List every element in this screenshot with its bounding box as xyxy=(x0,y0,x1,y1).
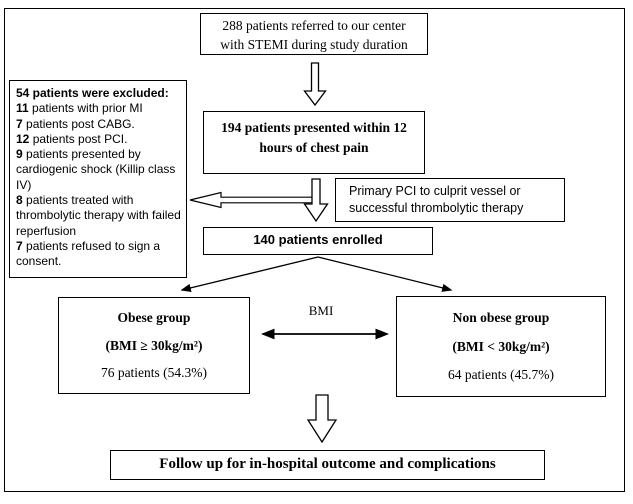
obese-count: 76 patients (54.3%) xyxy=(100,365,208,381)
nonobese-criteria: (BMI < 30kg/m²) xyxy=(452,338,550,354)
obese-criteria: (BMI ≥ 30kg/m²) xyxy=(105,337,203,353)
excluded-item-text: patients with prior MI xyxy=(28,101,143,116)
excluded-item: 12 patients post PCI. xyxy=(16,132,181,147)
excluded-item: 7 patients post CABG. xyxy=(16,117,181,132)
obese-title: Obese group xyxy=(117,309,191,325)
excluded-item: 7 patients refused to sign a consent. xyxy=(16,239,181,270)
down-block-arrow-icon xyxy=(303,62,327,107)
excluded-item: 11 patients with prior MI xyxy=(16,101,181,116)
enrolled-box: 140 patients enrolled xyxy=(203,227,433,255)
excluded-item-text: patients presented by cardiogenic shock … xyxy=(16,147,176,192)
excluded-item-count: 12 xyxy=(16,131,30,146)
obese-group-box: Obese group (BMI ≥ 30kg/m²) 76 patients … xyxy=(58,297,250,394)
excluded-item-text: patients refused to sign a consent. xyxy=(16,238,161,269)
split-arrow-left xyxy=(180,256,319,292)
down-block-arrow-3-icon xyxy=(306,394,338,444)
excluded-item-text: patients post PCI. xyxy=(29,131,128,146)
excluded-item-text: patients post CABG. xyxy=(22,116,135,131)
referred-box: 288 patients referred to our center with… xyxy=(200,13,428,55)
presented-line2: hours of chest pain xyxy=(259,140,369,155)
left-block-arrow-icon xyxy=(189,191,316,209)
excluded-item-count: 8 xyxy=(16,193,23,208)
presented-box: 194 patients presented within 12 hours o… xyxy=(203,111,425,174)
presented-line1: 194 patients presented within 12 xyxy=(221,120,407,135)
enrolled-label: 140 patients enrolled xyxy=(253,232,383,247)
bmi-label: BMI xyxy=(308,303,334,318)
nonobese-title: Non obese group xyxy=(452,309,550,325)
excluded-item-text: patients treated with thrombolytic thera… xyxy=(16,193,181,238)
pci-line2: successful thrombolytic therapy xyxy=(349,201,524,215)
followup-box: Follow up for in-hospital outcome and co… xyxy=(110,450,545,480)
excluded-item-count: 7 xyxy=(16,238,23,253)
excluded-item-count: 7 xyxy=(16,116,23,131)
referred-line1: 288 patients referred to our center xyxy=(222,18,406,33)
excluded-item: 8 patients treated with thrombolytic the… xyxy=(16,193,181,239)
excluded-item-count: 9 xyxy=(16,147,23,162)
followup-label: Follow up for in-hospital outcome and co… xyxy=(159,456,496,472)
excluded-item: 9 patients presented by cardiogenic shoc… xyxy=(16,147,181,193)
excluded-title: 54 patients were excluded: xyxy=(16,86,169,100)
excluded-item-count: 11 xyxy=(16,101,29,116)
referred-line2: with STEMI during study duration xyxy=(220,37,408,52)
nonobese-group-box: Non obese group (BMI < 30kg/m²) 64 patie… xyxy=(396,296,606,397)
pci-box: Primary PCI to culprit vessel or success… xyxy=(335,178,565,222)
nonobese-count: 64 patients (45.7%) xyxy=(447,367,555,383)
page-border xyxy=(4,8,625,492)
down-block-arrow-2-icon xyxy=(303,178,329,223)
pci-line1: Primary PCI to culprit vessel or xyxy=(349,184,521,198)
excluded-box: 54 patients were excluded: 11 patients w… xyxy=(9,80,187,278)
split-arrow-right xyxy=(317,256,453,292)
